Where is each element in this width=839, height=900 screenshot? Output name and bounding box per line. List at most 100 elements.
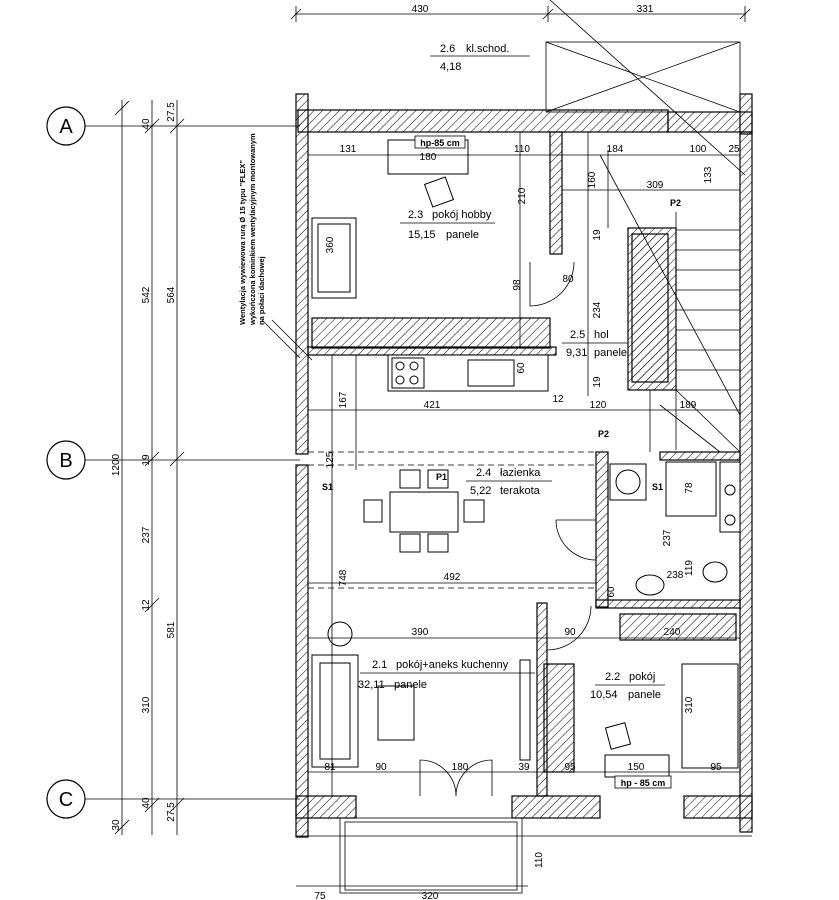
stairwell bbox=[545, 0, 746, 453]
room-2-3-name: pokój hobby bbox=[432, 209, 492, 221]
dim-110a: 110 bbox=[514, 144, 530, 155]
balcony-bottom bbox=[339, 817, 523, 894]
axis-a-label: A bbox=[59, 116, 73, 138]
internal-dimension-lines bbox=[308, 132, 740, 796]
left-dim-542: 542 bbox=[141, 286, 152, 303]
dim-12: 12 bbox=[552, 394, 564, 405]
chair-bedroom bbox=[604, 722, 632, 750]
wardrobe-bedroom bbox=[619, 613, 737, 641]
height-labels: hp-85 cm hp - 85 cm bbox=[414, 135, 672, 789]
dining-table bbox=[389, 491, 459, 533]
markers: P1 P2 P2 S1 S1 bbox=[322, 198, 681, 492]
room-2-5-finish: panele bbox=[594, 347, 627, 359]
left-dim-275-bottom: 27.5 bbox=[166, 802, 177, 822]
room-2-4-finish: terakota bbox=[500, 485, 541, 497]
room-2-5-name: hol bbox=[594, 329, 609, 341]
bidet bbox=[702, 561, 728, 583]
left-dim-564: 564 bbox=[166, 286, 177, 303]
dim-421: 421 bbox=[424, 400, 441, 411]
dim-360: 360 bbox=[325, 236, 336, 253]
dim-90a: 90 bbox=[564, 627, 576, 638]
axis-b: B bbox=[46, 440, 300, 480]
dim-119: 119 bbox=[684, 560, 695, 576]
dim-131: 131 bbox=[340, 144, 357, 155]
washing-machine bbox=[719, 461, 741, 533]
left-dimension-lines: 1200 542 19 237 12 310 40 27.5 564 581 4… bbox=[111, 100, 185, 835]
room-2-6-area: 4,18 bbox=[440, 61, 461, 73]
dim-748: 748 bbox=[338, 569, 349, 586]
dim-81: 81 bbox=[324, 762, 336, 773]
door-bathroom bbox=[555, 519, 597, 561]
marker-p2-hall: P2 bbox=[598, 429, 609, 439]
outer-walls bbox=[295, 93, 753, 838]
room-2-2-area: 10,54 bbox=[590, 689, 618, 701]
bottom-dimension-line: 75 320 110 bbox=[296, 852, 545, 900]
fridge bbox=[327, 621, 353, 647]
room-2-1: 2.1 pokój+aneks kuchenny 32,11 panele bbox=[358, 659, 535, 691]
room-2-1-number: 2.1 bbox=[372, 659, 387, 671]
top-dimension-line: 430 331 bbox=[290, 4, 751, 22]
marker-p2-top: P2 bbox=[670, 198, 681, 208]
left-dim-40-top: 40 bbox=[141, 118, 152, 130]
height-label-hobby: hp-85 cm bbox=[420, 138, 460, 148]
left-dim-30: 30 bbox=[111, 819, 122, 831]
dim-150: 150 bbox=[628, 762, 645, 773]
dim-234: 234 bbox=[592, 301, 603, 318]
room-2-5-number: 2.5 bbox=[570, 329, 585, 341]
room-2-2: 2.2 pokój 10,54 panele bbox=[590, 671, 665, 701]
dim-19a: 19 bbox=[592, 229, 603, 241]
door-bedroom bbox=[546, 605, 592, 651]
dim-189: 189 bbox=[680, 400, 697, 411]
room-2-3-number: 2.3 bbox=[408, 209, 423, 221]
dim-180b: 180 bbox=[452, 762, 469, 773]
axis-a: A bbox=[46, 106, 300, 146]
room-2-5: 2.5 hol 9,31 panele bbox=[562, 329, 628, 359]
dim-167: 167 bbox=[338, 391, 349, 408]
left-dim-310: 310 bbox=[141, 696, 152, 713]
chair-hobby bbox=[423, 176, 455, 208]
dim-180a: 180 bbox=[420, 152, 437, 163]
dim-90b: 90 bbox=[375, 762, 387, 773]
shower bbox=[665, 461, 717, 517]
dim-210: 210 bbox=[517, 187, 528, 204]
dim-390: 390 bbox=[412, 627, 429, 638]
room-2-1-area: 32,11 bbox=[358, 679, 385, 691]
dim-160: 160 bbox=[587, 171, 598, 188]
axis-c-label: C bbox=[59, 789, 73, 811]
left-dim-19: 19 bbox=[141, 454, 152, 466]
room-2-6-number: 2.6 bbox=[440, 43, 455, 55]
marker-s1-left: S1 bbox=[322, 482, 333, 492]
height-label-bedroom: hp - 85 cm bbox=[621, 778, 666, 788]
left-dim-237: 237 bbox=[141, 526, 152, 543]
cooktop bbox=[391, 357, 425, 389]
room-2-4-number: 2.4 bbox=[476, 467, 491, 479]
door-balcony-right bbox=[455, 759, 493, 797]
bottom-dim-110: 110 bbox=[534, 852, 545, 868]
doors bbox=[419, 261, 597, 797]
coffee-table bbox=[377, 685, 415, 741]
dim-98: 98 bbox=[512, 279, 523, 291]
bottom-dim-mid: 320 bbox=[422, 891, 439, 900]
room-2-2-number: 2.2 bbox=[605, 671, 620, 683]
dim-492: 492 bbox=[444, 572, 461, 583]
door-balcony-left bbox=[419, 759, 457, 797]
left-dim-outer: 1200 bbox=[111, 453, 122, 476]
marker-p1: P1 bbox=[436, 472, 447, 482]
axis-b-label: B bbox=[59, 450, 72, 472]
ventilation-note-text: Wentylacja wywiewowa rurą Ø 15 typu "FLE… bbox=[238, 133, 266, 325]
dim-60: 60 bbox=[516, 362, 527, 374]
dim-78: 78 bbox=[684, 482, 695, 494]
left-dim-275-top: 27.5 bbox=[166, 102, 177, 122]
left-dim-40-bottom: 40 bbox=[141, 797, 152, 809]
top-dim-right: 331 bbox=[637, 4, 654, 15]
dim-184: 184 bbox=[607, 144, 624, 155]
room-2-2-finish: panele bbox=[628, 689, 661, 701]
room-2-6-name: kl.schod. bbox=[466, 43, 509, 55]
dim-310b: 310 bbox=[684, 696, 695, 713]
room-2-3: 2.3 pokój hobby 15,15 panele bbox=[400, 209, 495, 241]
kitchen-sink bbox=[467, 359, 515, 387]
dim-95a: 95 bbox=[564, 762, 576, 773]
room-2-5-area: 9,31 bbox=[566, 347, 587, 359]
dim-95b: 95 bbox=[710, 762, 722, 773]
